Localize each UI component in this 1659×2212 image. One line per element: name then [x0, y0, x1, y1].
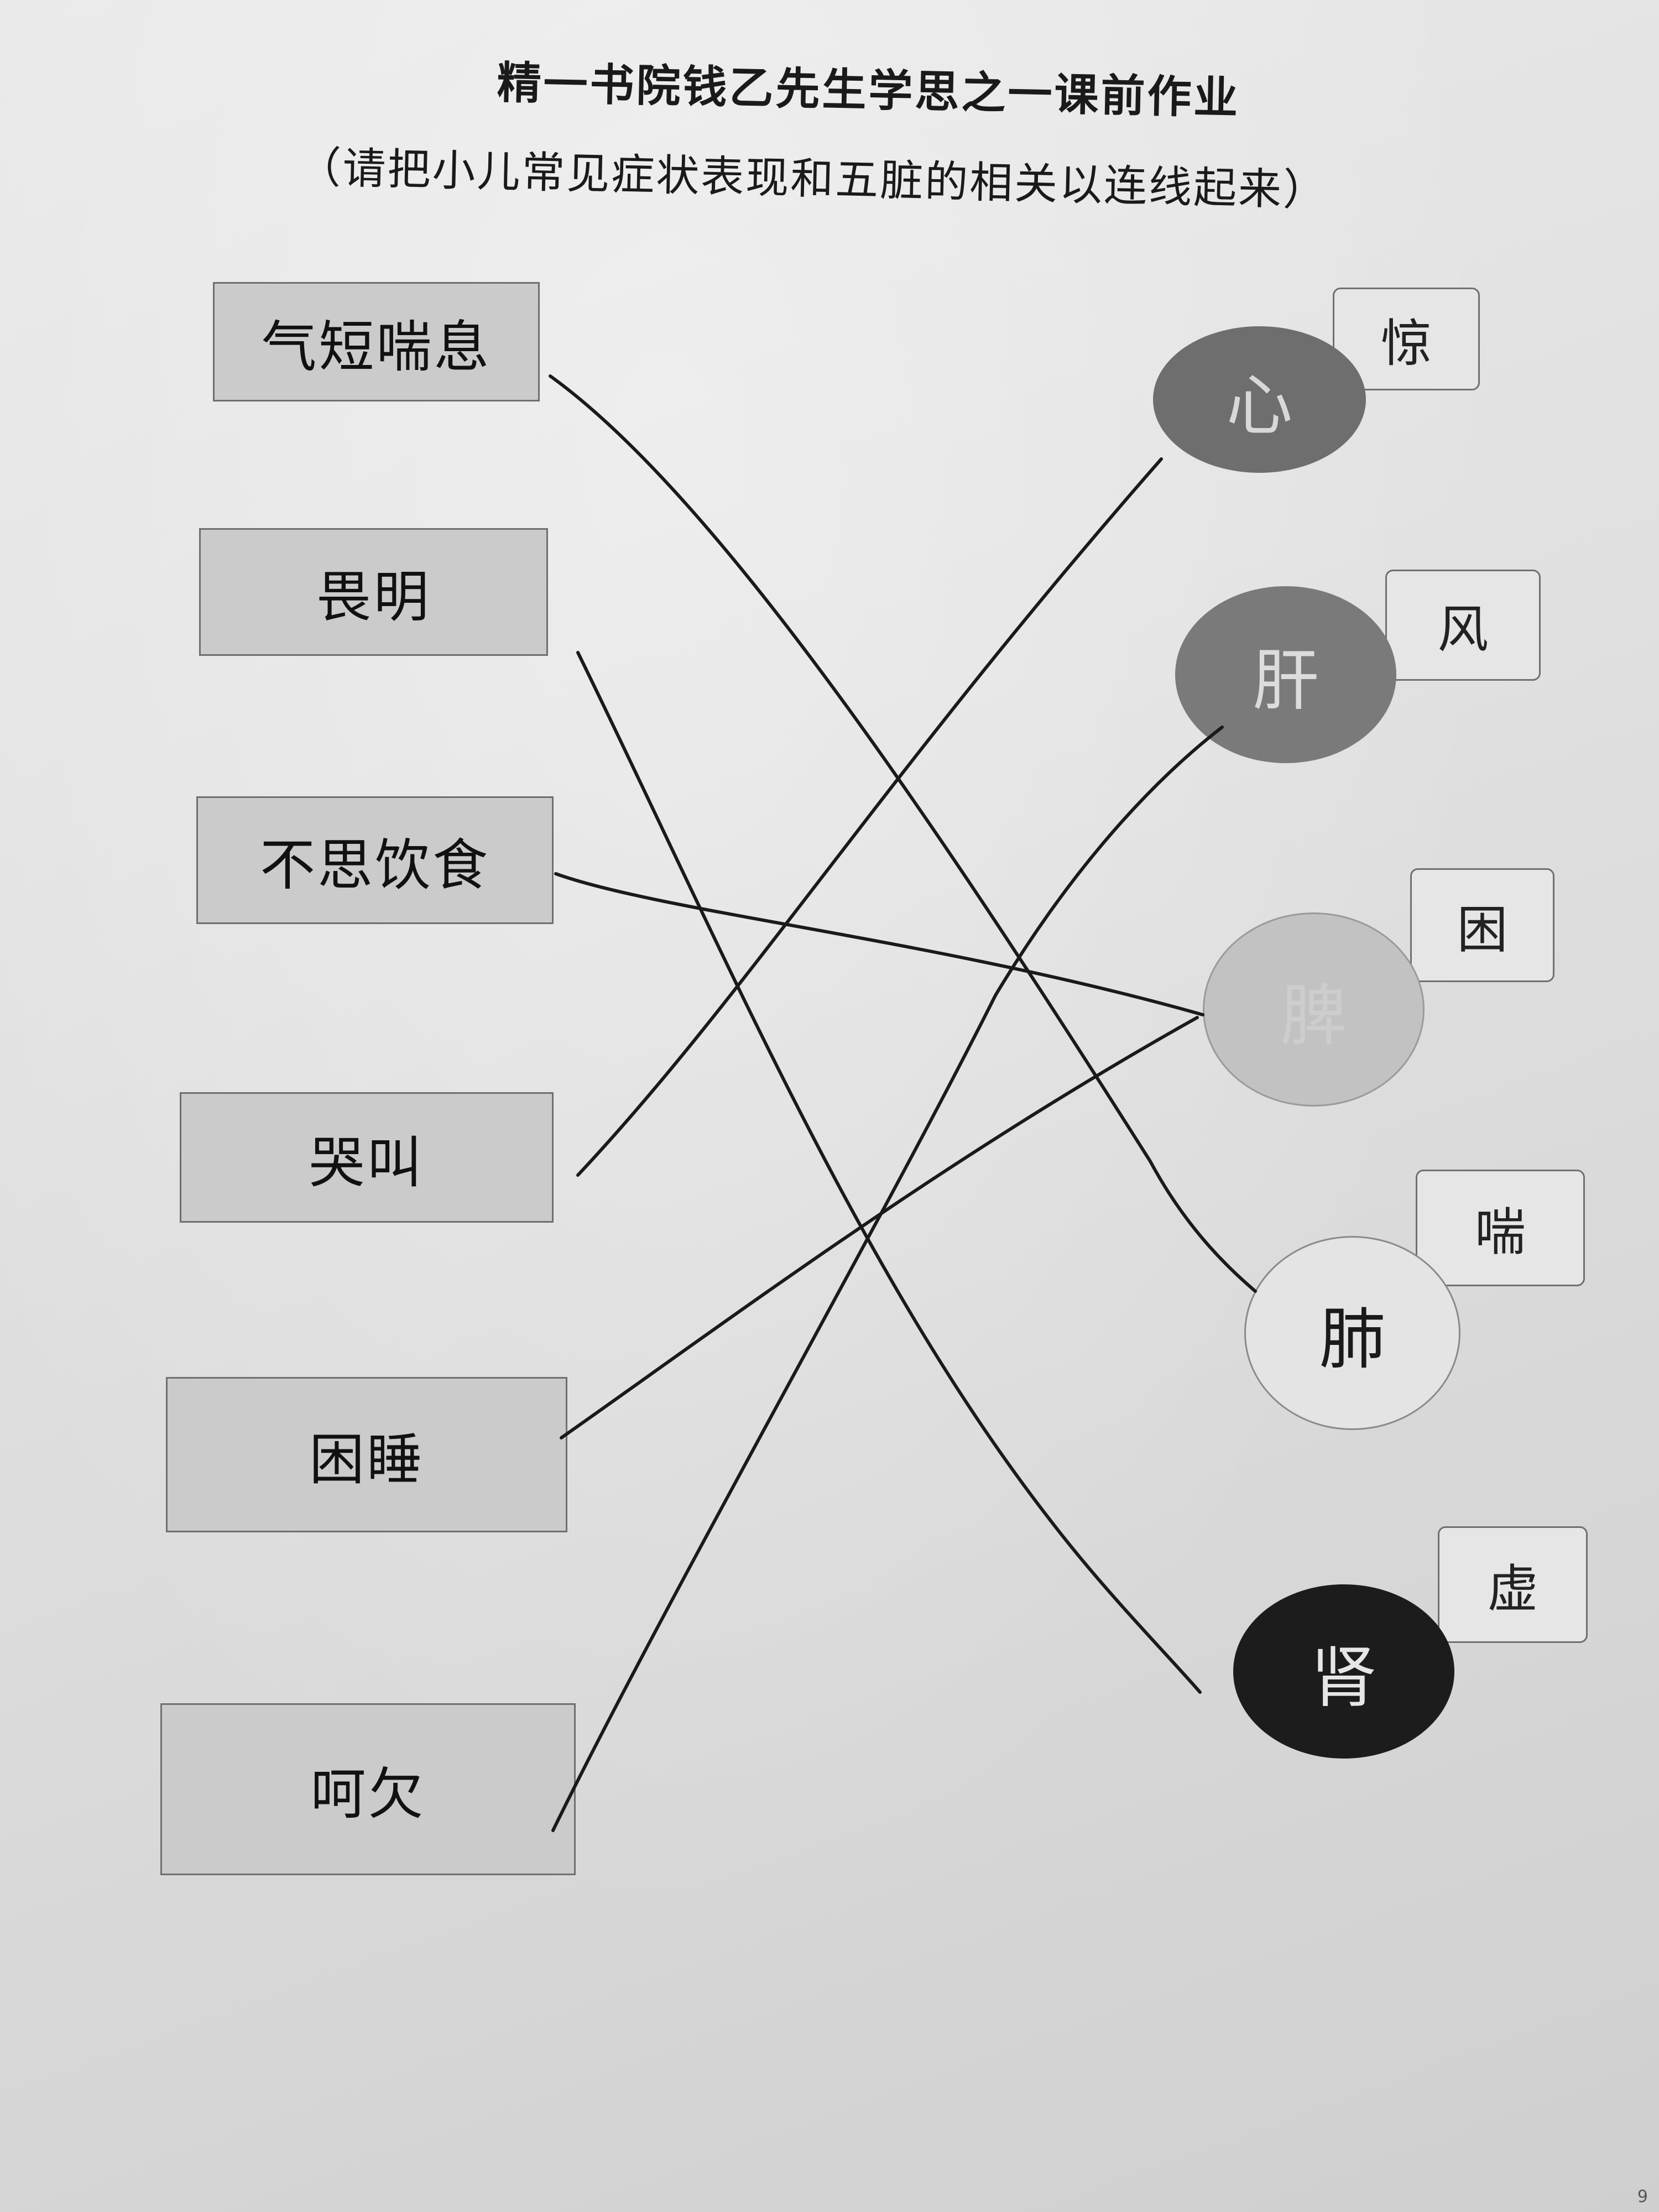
symptom-box-sleepiness[interactable]: 困睡: [166, 1377, 567, 1532]
page-corner-mark: 9: [1637, 2187, 1648, 2206]
symptom-box-crying[interactable]: 哭叫: [180, 1092, 554, 1223]
line-yawning-to-liver: [551, 726, 1224, 1832]
organ-label: 脾: [1280, 977, 1347, 1055]
organ-label: 肝: [1253, 643, 1319, 719]
organ-tag-kidney: 虚: [1438, 1526, 1588, 1643]
symptom-label: 呵欠: [310, 1762, 426, 1827]
line-photophobia-to-kidney: [576, 651, 1202, 1694]
organ-circle-kidney[interactable]: 肾: [1233, 1584, 1454, 1759]
symptom-box-shortness-of-breath[interactable]: 气短喘息: [213, 282, 540, 401]
symptom-box-no-appetite[interactable]: 不思饮食: [196, 796, 554, 924]
organ-tag-spleen: 困: [1410, 868, 1554, 982]
symptom-box-photophobia[interactable]: 畏明: [199, 528, 548, 656]
line-crying-to-heart: [576, 457, 1163, 1177]
symptom-label: 畏明: [316, 565, 431, 629]
organ-label: 心: [1226, 367, 1293, 445]
organ-label: 肺: [1319, 1301, 1386, 1378]
line-sleepiness-to-spleen: [560, 1016, 1199, 1439]
organ-tag-lung: 喘: [1416, 1170, 1585, 1286]
line-shortness-of-breath-to-lung: [549, 374, 1257, 1293]
symptom-label: 哭叫: [309, 1130, 424, 1195]
organ-circle-heart[interactable]: 心: [1153, 326, 1366, 473]
line-no-appetite-to-spleen: [554, 872, 1204, 1016]
organ-circle-lung[interactable]: 肺: [1244, 1236, 1460, 1430]
organ-circle-spleen[interactable]: 脾: [1203, 912, 1425, 1107]
symptom-label: 困睡: [309, 1427, 424, 1492]
symptom-label: 不思饮食: [260, 833, 490, 898]
organ-tag-liver: 风: [1385, 570, 1541, 681]
symptom-label: 气短喘息: [261, 314, 492, 379]
organ-label: 肾: [1311, 1639, 1377, 1717]
symptom-box-yawning[interactable]: 呵欠: [160, 1703, 576, 1875]
